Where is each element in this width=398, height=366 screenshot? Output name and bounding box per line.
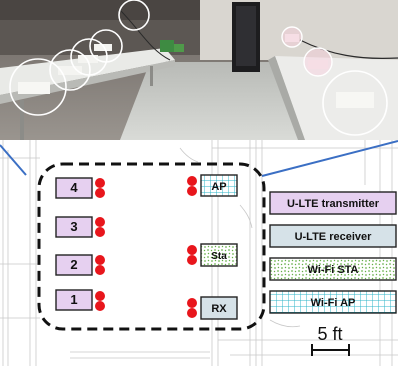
- wifi-ap-label: AP: [211, 181, 226, 193]
- wifi-ap: AP: [187, 174, 238, 197]
- antenna-icon: [95, 188, 105, 198]
- antenna-icon: [187, 176, 197, 186]
- wifi-sta: Sta: [187, 243, 238, 267]
- antenna-icon: [95, 227, 105, 237]
- antenna-icon: [95, 217, 105, 227]
- transmitter-4: 4: [55, 177, 105, 199]
- legend-label-wifi-sta: Wi-Fi STA: [307, 264, 358, 276]
- legend-swatch-wifi-ap: [269, 290, 397, 314]
- scale-bar-label: 5 ft: [317, 324, 342, 344]
- u-lte-receiver: RX: [187, 296, 238, 320]
- legend-swatch-transmitter: [269, 191, 397, 215]
- transmitter-2-label: 2: [70, 257, 77, 272]
- transmitter-1-label: 1: [70, 292, 77, 307]
- antenna-icon: [95, 265, 105, 275]
- transmitter-1: 1: [55, 289, 105, 311]
- legend-label-wifi-ap: Wi-Fi AP: [311, 297, 356, 309]
- lab-photo: [0, 0, 398, 140]
- transmitter-2: 2: [55, 254, 105, 276]
- antenna-icon: [95, 255, 105, 265]
- legend-swatch-wifi-sta: [269, 257, 397, 281]
- antenna-icon: [187, 298, 197, 308]
- antenna-icon: [187, 308, 197, 318]
- testbed-boundary: [37, 162, 266, 331]
- callout-line-right: [261, 140, 398, 177]
- legend-label-receiver: U-LTE receiver: [295, 231, 373, 243]
- antenna-icon: [95, 301, 105, 311]
- scale-bar: 5 ft: [311, 324, 350, 356]
- transmitter-4-label: 4: [70, 180, 78, 195]
- receiver-label: RX: [211, 303, 227, 315]
- legend-label-transmitter: U-LTE transmitter: [287, 198, 380, 210]
- antenna-icon: [95, 291, 105, 301]
- wifi-sta-label: Sta: [211, 251, 227, 262]
- callout-line-left: [0, 144, 27, 176]
- antenna-icon: [187, 186, 197, 196]
- antenna-icon: [95, 178, 105, 188]
- antenna-icon: [187, 245, 197, 255]
- transmitter-3: 3: [55, 216, 105, 238]
- legend: U-LTE transmitter U-LTE receiver Wi-Fi S…: [269, 191, 397, 314]
- legend-swatch-receiver: [269, 224, 397, 248]
- transmitter-3-label: 3: [70, 219, 77, 234]
- antenna-icon: [187, 255, 197, 265]
